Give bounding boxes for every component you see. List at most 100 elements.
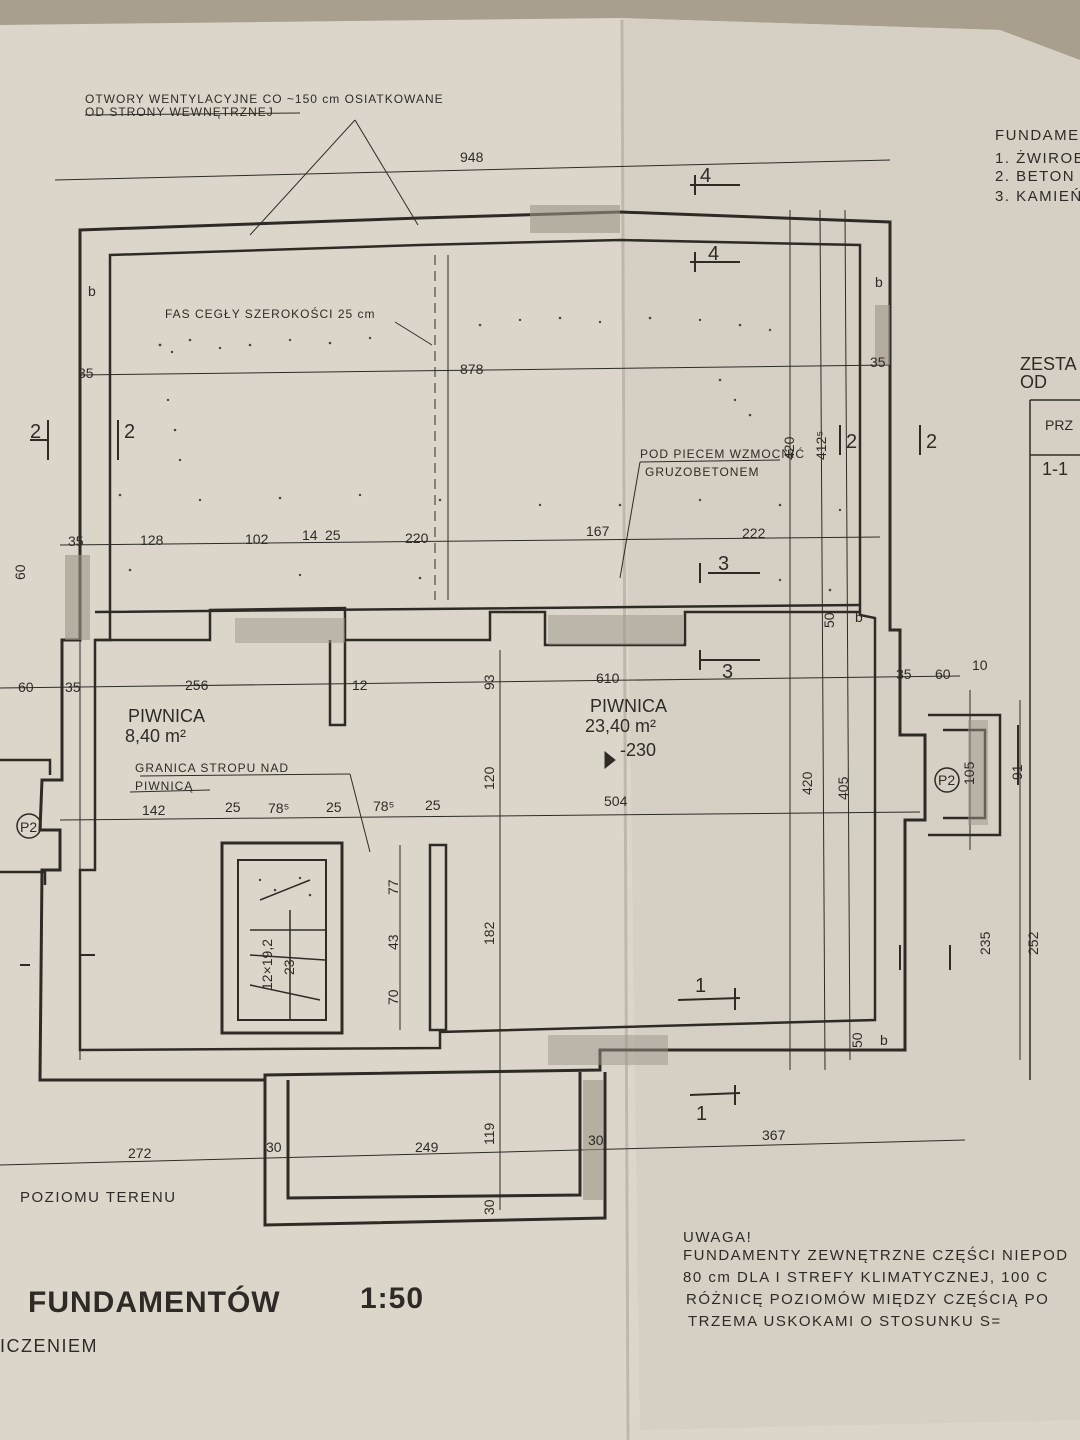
legend-item-1: 1. ŻWIROBE bbox=[995, 149, 1080, 167]
dim-label: 60 bbox=[935, 666, 951, 682]
pier-label: P2 bbox=[938, 772, 955, 788]
dim-label: 50 bbox=[821, 612, 837, 628]
legend-head: FUNDAMEN bbox=[995, 127, 1080, 144]
schedule-title: ZESTA bbox=[1020, 354, 1077, 374]
right-room-area: 23,40 m² bbox=[585, 716, 656, 736]
oven-note-line2: GRUZOBETONEM bbox=[645, 465, 759, 479]
section-label: 2 bbox=[846, 431, 857, 453]
dim-label: 249 bbox=[415, 1139, 439, 1155]
section-label: 3 bbox=[722, 661, 733, 683]
schedule-col-head: PRZ bbox=[1045, 417, 1073, 433]
dim-label: 252 bbox=[1025, 931, 1041, 955]
wall-type-label: b bbox=[855, 609, 863, 625]
annex-walls bbox=[263, 1072, 607, 1227]
section-label: 2 bbox=[124, 421, 135, 443]
dim-label: 43 bbox=[385, 934, 401, 950]
drawing-title: FUNDAMENTÓW bbox=[28, 1285, 281, 1319]
dim-label: 167 bbox=[586, 523, 610, 539]
terrain-note: POZIOMU TERENU bbox=[20, 1189, 177, 1206]
dim-label: 222 bbox=[742, 525, 766, 541]
dim-label: 25 bbox=[225, 799, 241, 815]
dim-label: 412⁵ bbox=[813, 431, 829, 460]
stair-inner bbox=[237, 859, 327, 1021]
legend-item-2: 2. BETON bbox=[995, 168, 1075, 185]
dim-label: 60 bbox=[12, 564, 28, 580]
schedule-table-lines bbox=[1029, 399, 1080, 1080]
left-room-area: 8,40 m² bbox=[125, 726, 186, 746]
dim-label: 610 bbox=[596, 670, 620, 686]
dim-label: 35 bbox=[896, 666, 912, 682]
dim-label: 119 bbox=[481, 1122, 497, 1145]
section-label: 1 bbox=[695, 975, 706, 997]
wall-type-label: b bbox=[880, 1032, 888, 1048]
dim-label: 25 bbox=[425, 797, 441, 813]
vent-note-line2: OD STRONY WEWNĘTRZNEJ bbox=[85, 105, 274, 119]
drawing-subtitle: ICZENIEM bbox=[0, 1336, 98, 1356]
left-room-name: PIWNICA bbox=[128, 706, 205, 726]
brick-strip-note: FAS CEGŁY SZEROKOŚCI 25 cm bbox=[165, 306, 376, 321]
level-arrow bbox=[604, 750, 616, 770]
dim-label: 78⁵ bbox=[373, 798, 394, 814]
dimension-labels: 948 878 35 35 35 35 35 128 102 14 25 220… bbox=[12, 149, 1041, 1215]
warning-title: UWAGA! bbox=[683, 1229, 752, 1246]
section-label: 2 bbox=[30, 421, 41, 443]
hatched-walls bbox=[65, 205, 988, 1200]
dim-label: 256 bbox=[185, 677, 209, 693]
warning-line-4: TRZEMA USKOKAMI O STOSUNKU S= bbox=[688, 1313, 1002, 1330]
dim-label: 367 bbox=[762, 1127, 786, 1143]
partition-stub bbox=[328, 640, 347, 727]
schedule-row: 1-1 bbox=[1042, 459, 1068, 479]
warning-line-3: RÓŻNICĘ POZIOMÓW MIĘDZY CZĘŚCIĄ PO bbox=[686, 1290, 1049, 1308]
dimension-lines bbox=[0, 112, 1021, 1210]
dim-label: 91 bbox=[1009, 764, 1025, 780]
wall-type-label: b bbox=[88, 283, 96, 299]
dim-label: 60 bbox=[18, 679, 34, 695]
wall-type-label: b bbox=[875, 274, 883, 290]
stair-label: 23 bbox=[281, 959, 297, 975]
dim-label: 25 bbox=[325, 527, 341, 543]
dim-label: 93 bbox=[481, 674, 497, 690]
dim-label: 35 bbox=[65, 679, 81, 695]
dim-label: 182 bbox=[481, 921, 497, 945]
dim-label: 102 bbox=[245, 531, 269, 547]
drawing-scale: 1:50 bbox=[360, 1282, 424, 1315]
dim-label: 504 bbox=[604, 793, 628, 809]
dim-label: 78⁵ bbox=[268, 800, 289, 816]
paper-right-panel bbox=[620, 18, 1080, 1430]
dim-label: 35 bbox=[68, 533, 84, 549]
section-markers bbox=[20, 175, 1019, 1105]
stair-steps bbox=[249, 879, 326, 1020]
warning-line-1: FUNDAMENTY ZEWNĘTRZNE CZĘŚCI NIEPOD bbox=[683, 1246, 1069, 1264]
stair-outline bbox=[220, 841, 344, 1035]
dim-label: 70 bbox=[385, 989, 401, 1005]
pier-marker-circle bbox=[934, 767, 960, 793]
section-labels: 4 4 3 3 2 2 2 2 1 1 bbox=[30, 165, 937, 1125]
dim-label: 10 bbox=[972, 657, 988, 673]
ceiling-note-line2: PIWNICĄ bbox=[135, 779, 193, 793]
oven-note-line1: POD PIECEM WZMOCNIĆ bbox=[640, 446, 805, 461]
dim-label: 220 bbox=[405, 530, 429, 546]
stair-label: 12×19,2 bbox=[259, 939, 275, 990]
dim-label: 25 bbox=[326, 799, 342, 815]
dim-label: 420 bbox=[781, 436, 797, 460]
section-label: 3 bbox=[718, 553, 729, 575]
inner-wall-line bbox=[78, 238, 877, 1052]
dim-label: 405 bbox=[835, 776, 851, 800]
dim-label: 30 bbox=[588, 1132, 604, 1148]
floor-level: -230 bbox=[620, 740, 656, 760]
dim-label: 30 bbox=[481, 1199, 497, 1215]
dim-label: 14 bbox=[302, 527, 318, 543]
dim-label: 35 bbox=[870, 354, 886, 370]
paper-fold bbox=[620, 19, 630, 1440]
dim-label: 235 bbox=[977, 931, 993, 955]
gravel-speckle bbox=[118, 316, 842, 897]
dim-label: 272 bbox=[128, 1145, 152, 1161]
schedule-subtitle: OD bbox=[1020, 372, 1047, 392]
interior-wall bbox=[94, 603, 861, 647]
dim-label: 30 bbox=[266, 1139, 282, 1155]
dim-label: 128 bbox=[140, 532, 164, 548]
dim-label: 12 bbox=[352, 677, 368, 693]
dim-label: 105 bbox=[961, 761, 977, 785]
pier-marker-circle bbox=[16, 813, 42, 839]
